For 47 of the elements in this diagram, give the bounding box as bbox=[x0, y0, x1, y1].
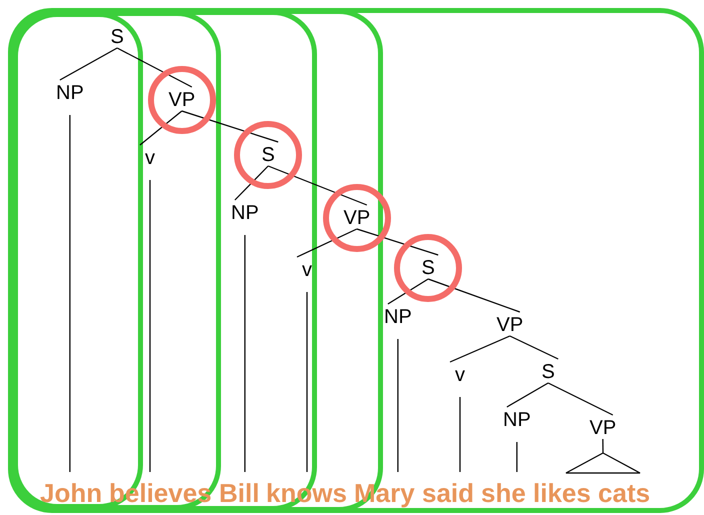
tree-branch bbox=[516, 442, 518, 472]
tree-branch bbox=[510, 335, 558, 360]
group-box bbox=[8, 8, 704, 513]
highlight-circle bbox=[148, 66, 216, 134]
tree-branch bbox=[140, 110, 182, 146]
tree-branch bbox=[182, 110, 278, 143]
tree-branch bbox=[356, 228, 438, 256]
roof-triangle bbox=[565, 452, 641, 474]
sentence-word: she bbox=[481, 480, 526, 506]
tree-label: VP bbox=[496, 315, 524, 335]
tree-label: NP bbox=[56, 83, 84, 103]
tree-branch bbox=[428, 278, 520, 313]
tree-label: VP bbox=[168, 90, 196, 110]
sentence-word: said bbox=[422, 480, 474, 506]
tree-branch bbox=[244, 235, 246, 472]
tree-branch bbox=[397, 339, 398, 472]
sentence-word: likes cats bbox=[533, 480, 650, 506]
tree-branch bbox=[506, 382, 548, 408]
tree-label: VP bbox=[344, 208, 370, 228]
tree-label: NP bbox=[384, 307, 412, 327]
tree-label: NP bbox=[231, 203, 259, 223]
tree-label: v bbox=[145, 148, 155, 168]
tree-branch bbox=[149, 180, 151, 472]
tree-branch bbox=[116, 47, 192, 88]
tree-branch bbox=[268, 165, 368, 206]
tree-branch bbox=[60, 47, 118, 81]
tree-branch bbox=[296, 228, 358, 258]
tree-label: v bbox=[302, 260, 312, 280]
tree-branch bbox=[69, 115, 70, 472]
tree-label: S bbox=[262, 145, 275, 165]
highlight-circle bbox=[323, 184, 391, 252]
tree-label: VP bbox=[590, 418, 616, 438]
tree-branch bbox=[602, 439, 604, 453]
tree-label: S bbox=[422, 258, 435, 278]
tree-label: NP bbox=[503, 410, 531, 430]
tree-branch bbox=[450, 335, 510, 363]
tree-branch bbox=[548, 382, 614, 416]
highlight-circle bbox=[394, 234, 462, 302]
highlight-circle bbox=[234, 121, 302, 189]
tree-label: S bbox=[542, 362, 555, 382]
tree-label: S bbox=[110, 27, 124, 47]
sentence-word: Bill bbox=[219, 480, 260, 506]
tree-branch bbox=[459, 397, 461, 472]
tree-branch bbox=[234, 166, 269, 200]
tree-branch bbox=[388, 278, 428, 304]
sentence-word: John bbox=[40, 480, 102, 506]
tree-label: v bbox=[455, 365, 465, 385]
